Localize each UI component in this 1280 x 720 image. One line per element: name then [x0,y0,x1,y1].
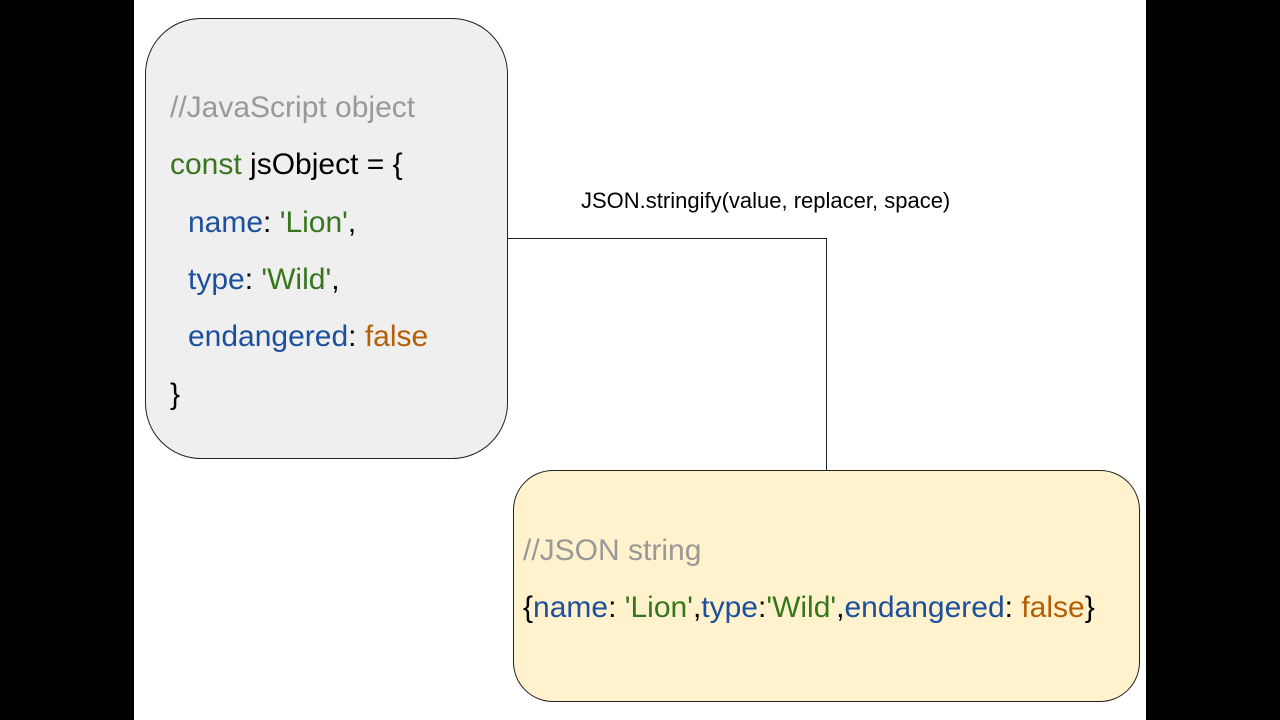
json-key-type: type [701,591,758,624]
json-string-line: {name: 'Lion',type:'Wild',endangered: fa… [523,590,1095,626]
connector-line-vertical [826,238,827,470]
javascript-object-box: //JavaScript object const jsObject = { n… [145,18,508,459]
close-brace: } [1084,591,1095,624]
property-separator: : [348,320,365,353]
stringify-method-label: JSON.stringify(value, replacer, space) [581,188,951,213]
js-comment: //JavaScript object [170,91,416,124]
json-key-name: name [533,591,609,624]
json-comma: , [836,591,845,624]
property-value: false [364,320,429,353]
property-separator: : [244,263,262,296]
js-property-type: type: 'Wild', [188,262,340,298]
property-key: type [188,263,245,296]
property-key: endangered [188,320,349,353]
json-comma: , [692,591,702,624]
json-value-lion: 'Lion' [624,591,693,624]
property-value: 'Wild' [261,263,332,296]
json-separator: : [608,591,625,624]
property-comma: , [331,263,340,296]
js-declaration-line: const jsObject = { [170,147,403,183]
property-separator: : [263,206,280,239]
json-key-endangered: endangered [844,591,1005,624]
open-brace: { [523,591,534,624]
connector-line-horizontal [508,238,827,239]
json-string-box: //JSON string {name: 'Lion',type:'Wild',… [513,470,1140,702]
property-key: name [188,206,264,239]
js-property-endangered: endangered: false [188,319,428,355]
json-separator: : [1004,591,1022,624]
json-comment: //JSON string [523,534,702,567]
js-closing-brace: } [170,378,181,411]
property-comma: , [347,206,357,239]
property-value: 'Lion' [279,206,348,239]
js-property-name: name: 'Lion', [188,205,356,241]
json-separator: : [758,591,767,624]
const-keyword: const [170,148,242,181]
json-value-false: false [1021,591,1085,624]
json-value-wild: 'Wild' [766,591,837,624]
declaration-rest: jsObject = { [241,148,403,181]
